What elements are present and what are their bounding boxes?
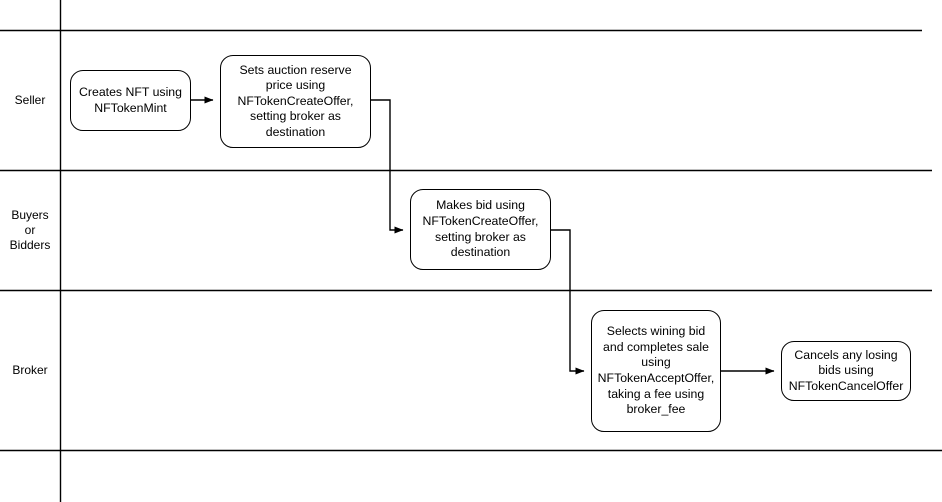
edge-reserve-to-bid bbox=[371, 99, 404, 234]
node-creates-nft[interactable]: Creates NFT using NFTokenMint bbox=[70, 70, 191, 131]
node-makes-bid[interactable]: Makes bid using NFTokenCreateOffer, sett… bbox=[410, 189, 551, 270]
lane-label-buyers-or-bidders: Buyers or Bidders bbox=[9, 207, 51, 252]
lane-separators bbox=[0, 29, 942, 452]
node-cancels-losing-bids[interactable]: Cancels any losing bids using NFTokenCan… bbox=[781, 341, 911, 401]
edge-bid-to-accept bbox=[551, 229, 585, 375]
node-makes-bid-label: Makes bid using NFTokenCreateOffer, sett… bbox=[422, 198, 539, 260]
node-cancels-losing-bids-label: Cancels any losing bids using NFTokenCan… bbox=[788, 347, 904, 393]
node-selects-wining-bid-label: Selects wining bid and completes sale us… bbox=[597, 324, 715, 417]
node-selects-wining-bid[interactable]: Selects wining bid and completes sale us… bbox=[591, 310, 721, 432]
lane-label-broker: Broker bbox=[12, 362, 48, 377]
node-sets-auction-reserve-price[interactable]: Sets auction reserve price using NFToken… bbox=[220, 55, 371, 148]
node-creates-nft-label: Creates NFT using NFTokenMint bbox=[79, 84, 182, 115]
node-sets-auction-reserve-price-label: Sets auction reserve price using NFToken… bbox=[237, 62, 354, 139]
connectors bbox=[191, 96, 775, 375]
lane-label-seller: Seller bbox=[14, 92, 46, 107]
